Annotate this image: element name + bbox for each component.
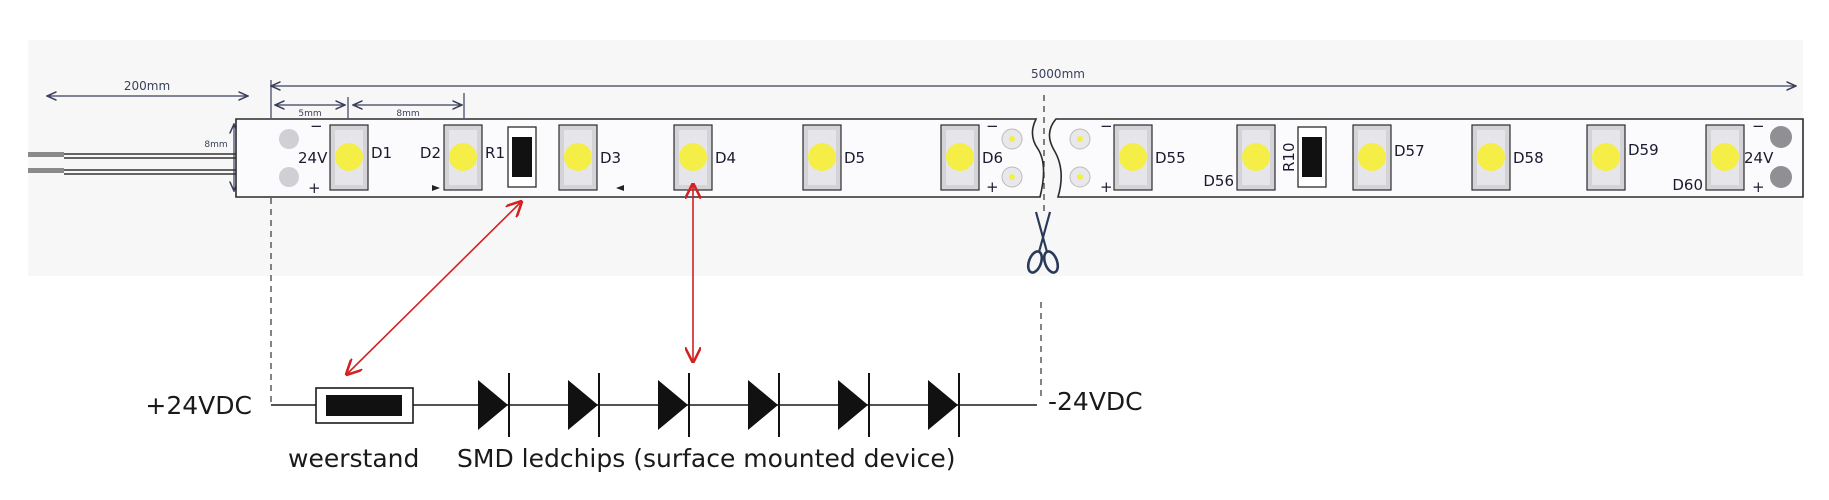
- led-emitter: [335, 143, 363, 171]
- led-label: D60: [1672, 176, 1703, 194]
- end-minus-sign: −: [1752, 117, 1765, 135]
- led-chip-d55: D55: [1113, 124, 1186, 191]
- pointer-arrows: [348, 186, 693, 373]
- circuit-schematic: +24VDC -24VDC weerstand SMD ledchips (su…: [145, 373, 1143, 473]
- cut-plus-left: +: [986, 178, 999, 196]
- led-chip-d1: D1: [329, 124, 392, 191]
- end-voltage-label: 24V: [1744, 149, 1774, 167]
- led-label: D56: [1203, 172, 1234, 190]
- led-caption: SMD ledchips (surface mounted device): [457, 444, 956, 473]
- led-emitter: [1477, 143, 1505, 171]
- led-emitter: [1711, 143, 1739, 171]
- pad-plus-end: [1770, 166, 1792, 188]
- led-emitter: [808, 143, 836, 171]
- resistor-label: R1: [485, 144, 505, 162]
- led-chip-d4: D4: [673, 124, 736, 191]
- led-label: D6: [982, 149, 1003, 167]
- led-chip-d5: D5: [802, 124, 865, 191]
- diode-symbol: [568, 373, 600, 437]
- resistor-label: R10: [1280, 142, 1298, 172]
- wire-sleeve-top: [28, 152, 64, 157]
- pad-minus-start: [279, 129, 299, 149]
- resistor-chip: [1302, 137, 1322, 177]
- start-plus-sign: +: [308, 179, 321, 197]
- scissors-icon: [1026, 211, 1060, 274]
- cut-plus-right: +: [1100, 178, 1113, 196]
- dimensions: 200mm 5000mm 5mm 8mm 8mm: [47, 67, 1796, 191]
- start-minus-sign: −: [310, 117, 323, 135]
- led-label: D4: [715, 149, 736, 167]
- led-chip-d56: D56: [1203, 124, 1276, 191]
- led-emitter: [946, 143, 974, 171]
- led-chip-d2: D2: [420, 124, 483, 191]
- resistor-r10: R10: [1280, 126, 1327, 188]
- strip-length-label: 5000mm: [1031, 67, 1085, 81]
- negative-supply-label: -24VDC: [1048, 387, 1143, 416]
- led-diodes: [478, 373, 960, 437]
- led-chip-d59: D59: [1586, 124, 1659, 191]
- diode-symbol: [478, 373, 510, 437]
- led-label: D2: [420, 144, 441, 162]
- led-chip-d60: D60: [1672, 124, 1745, 194]
- led-emitter: [679, 143, 707, 171]
- cut-minus-right: −: [1100, 117, 1113, 135]
- resistor-core: [326, 395, 402, 416]
- pad-plus-start: [279, 167, 299, 187]
- led-emitter: [1242, 143, 1270, 171]
- diode-symbol: [748, 373, 780, 437]
- led-label: D58: [1513, 149, 1544, 167]
- led-label: D1: [371, 144, 392, 162]
- led-chip-d57: D57: [1352, 124, 1425, 191]
- resistor-r1: R1: [485, 126, 537, 188]
- cut-minus-left: −: [986, 117, 999, 135]
- led-emitter: [564, 143, 592, 171]
- diode-symbol: [838, 373, 870, 437]
- resistor-caption: weerstand: [288, 444, 419, 473]
- strip-width-label: 8mm: [204, 140, 227, 150]
- led-emitter: [1119, 143, 1147, 171]
- led-label: D5: [844, 149, 865, 167]
- strip-left-section: [235, 118, 1045, 198]
- end-plus-sign: +: [1752, 178, 1765, 196]
- led-label: D3: [600, 149, 621, 167]
- led-pitch-label: 8mm: [396, 109, 419, 119]
- lead-length-label: 200mm: [124, 79, 170, 93]
- diode-symbol: [658, 373, 690, 437]
- current-direction-arrow-right: [616, 185, 624, 191]
- led-emitter: [1358, 143, 1386, 171]
- led-emitter: [1592, 143, 1620, 171]
- start-voltage-label: 24V: [298, 149, 328, 167]
- current-direction-arrow-left: [432, 185, 440, 191]
- led-label: D55: [1155, 149, 1186, 167]
- pad-minus-end: [1770, 126, 1792, 148]
- wire-sleeve-bottom: [28, 168, 64, 173]
- cut-marker: [1026, 95, 1060, 400]
- positive-supply-label: +24VDC: [145, 391, 252, 420]
- led-chip-d6: D6: [940, 124, 1003, 191]
- led-label: D57: [1394, 142, 1425, 160]
- led-label: D59: [1628, 141, 1659, 159]
- diode-symbol: [928, 373, 960, 437]
- led-emitter: [449, 143, 477, 171]
- led-chip-d3: D3: [558, 124, 621, 191]
- resistor-pointer-arrow: [348, 203, 520, 373]
- resistor-chip: [512, 137, 532, 177]
- led-chip-d58: D58: [1471, 124, 1544, 191]
- edge-pitch-label: 5mm: [298, 109, 321, 119]
